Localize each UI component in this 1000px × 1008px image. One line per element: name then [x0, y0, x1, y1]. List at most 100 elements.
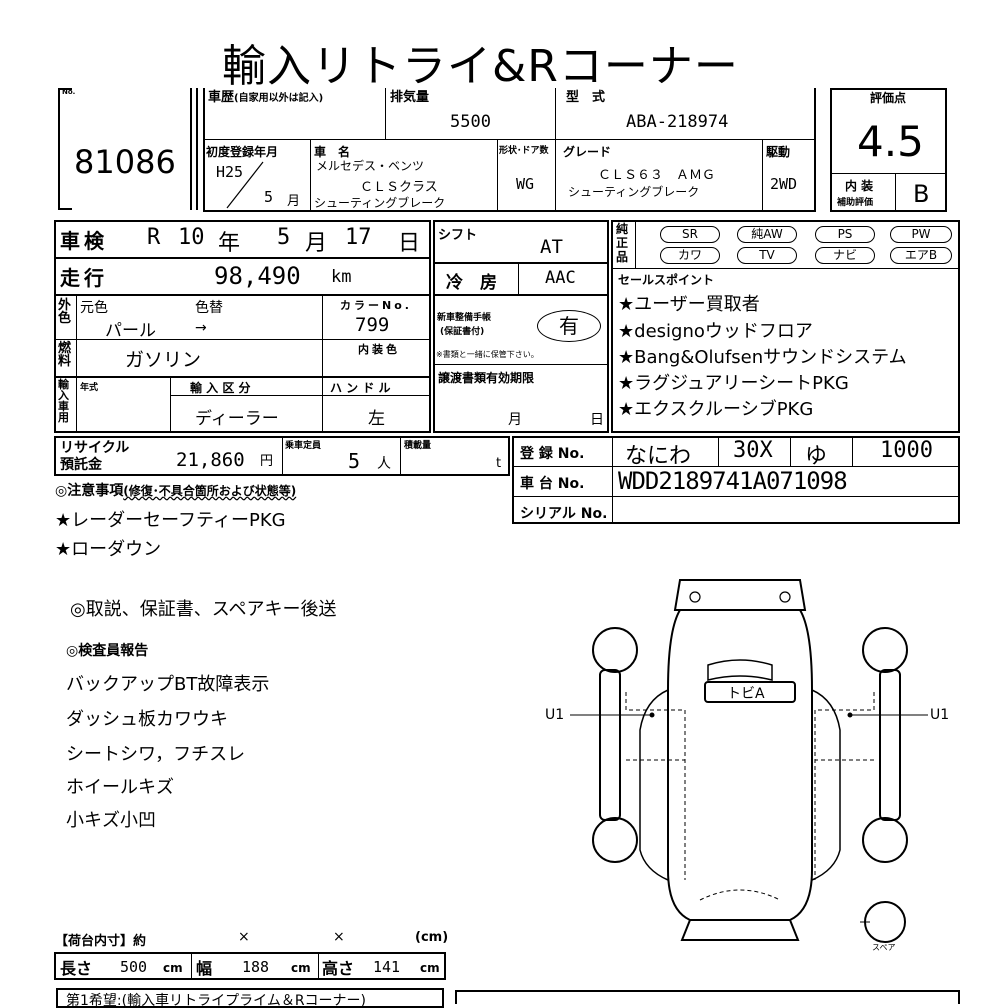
cargo-length-label: 長さ [60, 959, 93, 978]
mid-row-line-2 [54, 294, 431, 296]
import-vline-2 [170, 376, 171, 433]
mid-row-line-1 [54, 257, 431, 259]
inspector-item-2: ダッシュ板カワウキ [66, 709, 228, 730]
capacity-value: 5 [348, 449, 361, 473]
chassis-label: 車 台 No. [520, 476, 585, 492]
interior-label: 内 装 [845, 179, 874, 193]
maintenance-label1: 新車整備手帳 [437, 313, 492, 323]
color-vline-2 [322, 294, 323, 376]
spare-label: スペア [872, 943, 896, 952]
diagram-left-label: U1 [545, 707, 565, 723]
lot-divider-1 [190, 88, 192, 210]
first-reg-slash [226, 161, 264, 209]
import-year-label: 年式 [80, 383, 99, 393]
cargo-width-label: 幅 [196, 959, 213, 978]
cargo-length: 500 [120, 958, 148, 976]
registration-block [512, 436, 960, 524]
recycle-value: 21,860 [176, 449, 245, 471]
ac-value: AAC [545, 268, 576, 288]
notes-heading-text: ◎注意事項 [55, 483, 124, 499]
import-vline-3 [322, 376, 323, 433]
interior-value: B [913, 180, 930, 208]
sales-item-3: ★Bang&Olufsenサウンドシステム [618, 347, 907, 368]
wheel-rear-right [862, 627, 908, 673]
fuel-label: 燃料 [58, 341, 72, 369]
interior-color-label: 内装色 [358, 343, 400, 356]
wheel-front-left [592, 817, 638, 863]
lot-label: No. [62, 88, 76, 96]
color-orig-label: 元色 [80, 300, 108, 316]
inspection-year: 10 [178, 225, 205, 250]
car-body-outline [667, 609, 813, 921]
note-item-2: ★ローダウン [55, 539, 162, 560]
car-diagram [570, 579, 928, 943]
lot-bracket [58, 88, 72, 210]
mileage-unit: km [331, 267, 352, 287]
car-side-left-panel [639, 689, 669, 881]
inspector-item-3: シートシワ，フチスレ [66, 744, 246, 765]
center-vline-ac [518, 262, 519, 294]
cargo-box [54, 952, 446, 980]
recycle-vline-2 [400, 436, 401, 476]
import-vline-1 [76, 376, 77, 433]
top-vline-1 [385, 88, 386, 139]
body-label: 形状･ドア数 [499, 146, 549, 156]
inspection-month: 5 [277, 225, 291, 250]
top-vline-2 [555, 88, 556, 212]
grade-line1: ＣＬＳ６３ ＡＭＧ [598, 168, 716, 183]
mid-center-grid [433, 220, 609, 433]
mileage-label: 走行 [60, 266, 108, 290]
equip-airbag: エアB [890, 247, 952, 264]
footer-hope: 第1希望:(輸入車リトライプライム＆Rコーナー) [56, 988, 444, 1008]
import-label: 輸入車用 [58, 378, 69, 424]
history-note: (自家用以外は記入) [234, 93, 324, 104]
model-label: 型 式 [566, 90, 606, 105]
reg-vline-3 [790, 436, 791, 466]
recycle-label1: リサイクル [60, 440, 130, 456]
rear-light-right [779, 591, 791, 603]
equipment-label: 純正品 [616, 222, 629, 264]
cargo-vline-2 [318, 952, 319, 980]
inspector-item-4: ホイールキズ [66, 777, 174, 798]
model-value: ABA-218974 [626, 112, 729, 132]
load-label: 積載量 [404, 441, 432, 451]
sales-label: セールスポイント [618, 273, 715, 287]
center-line-3 [433, 364, 609, 365]
cargo-unit: (cm) [415, 930, 449, 945]
top-block-mid-line [203, 139, 816, 140]
score-sep [832, 173, 945, 174]
lot-divider-2 [196, 88, 198, 210]
sales-item-5: ★エクスクルーシブPKG [618, 399, 814, 420]
equip-sr: SR [660, 226, 720, 243]
top-vline-5 [762, 139, 763, 212]
lot-number: 81086 [74, 143, 176, 181]
transfer-day-unit: 日 [590, 412, 604, 428]
fuel-value: ガソリン [125, 349, 202, 371]
score-box [830, 88, 947, 212]
car-rear [673, 579, 807, 611]
car-front [680, 919, 800, 941]
notes-heading-sub: (修復･不具合箇所および状態等) [123, 484, 297, 498]
car-left-mirror [599, 669, 621, 821]
roof-label: トビA [727, 686, 765, 702]
page-title: 輸入リトライ&Rコーナー [222, 41, 739, 92]
cargo-x1: × [238, 929, 250, 945]
note-item-1: ★レーダーセーフティーPKG [55, 510, 286, 531]
cargo-vline-1 [191, 952, 192, 980]
inspector-item-5: 小キズ小凹 [66, 810, 156, 831]
first-reg-month: 5 [264, 188, 274, 206]
score-value: 4.5 [857, 117, 924, 166]
right-label-dot [847, 712, 853, 718]
top-block [203, 88, 816, 212]
footer-hope-label: 第1希望 [66, 993, 117, 1008]
note-extra: ◎取説、保証書、スペアキー後送 [70, 599, 337, 620]
import-sub-line [170, 395, 431, 396]
roof-label-box [704, 681, 796, 703]
registration-label: 登 録 No. [520, 446, 585, 462]
import-handle-value: 左 [368, 409, 385, 429]
score-vsep [895, 173, 896, 212]
shift-value: AT [540, 236, 563, 258]
first-reg-label: 初度登録年月 [206, 145, 279, 159]
equip-pw: PW [890, 226, 952, 243]
equip-tv: TV [737, 247, 797, 264]
